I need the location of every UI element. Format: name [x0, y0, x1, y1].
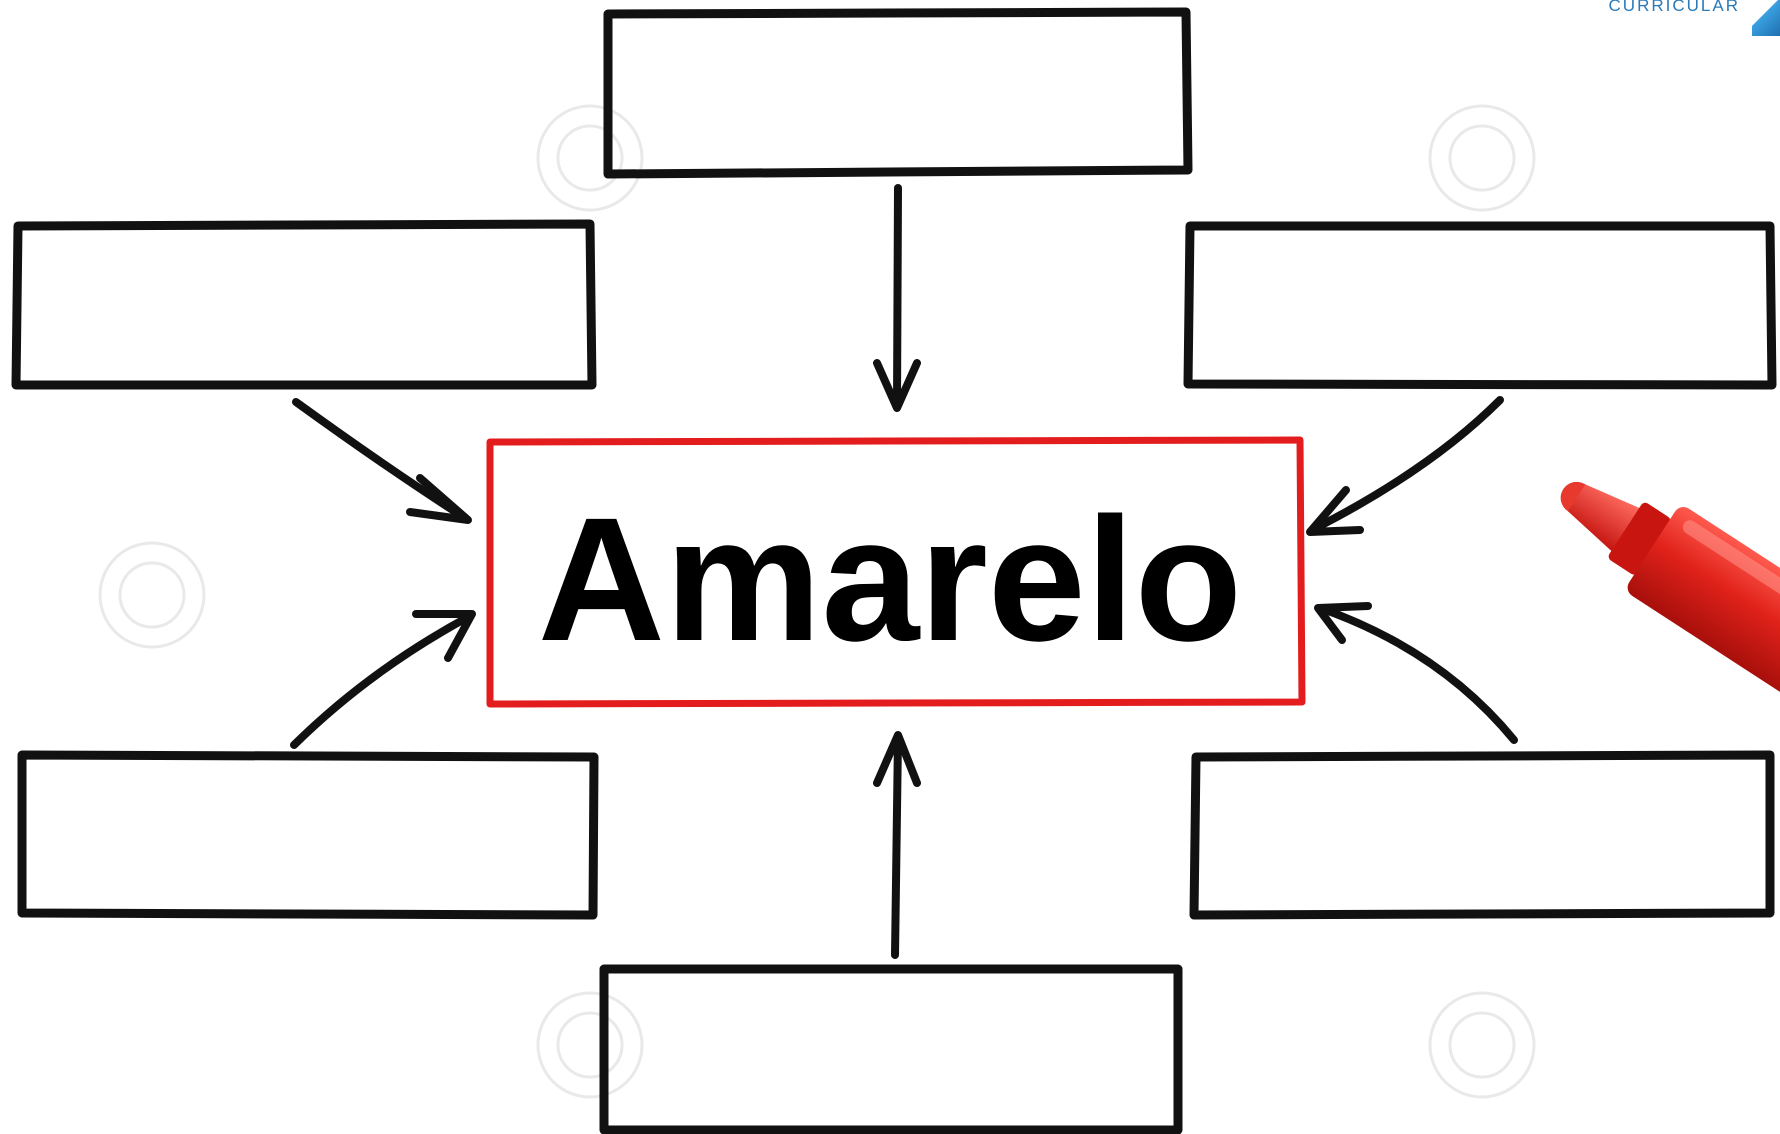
- outer-box-upper-right: [1183, 221, 1777, 390]
- outer-box-lower-right: [1189, 750, 1775, 920]
- arrow-from-lower-right: [1314, 602, 1518, 744]
- arrow-from-top: [873, 184, 921, 412]
- arrow-from-upper-right: [1306, 396, 1504, 536]
- arrow-from-bottom: [873, 731, 921, 959]
- arrow-from-upper-left: [292, 398, 472, 524]
- corner-label: CURRICULAR: [1608, 0, 1740, 15]
- outer-box-top: [603, 7, 1193, 179]
- center-label: Amarelo: [538, 482, 1242, 678]
- outer-box-upper-left: [11, 219, 597, 390]
- outer-box-bottom: [599, 964, 1183, 1134]
- arrow-from-lower-left: [290, 610, 476, 749]
- outer-box-lower-left: [17, 750, 599, 920]
- center-box: Amarelo: [486, 436, 1306, 708]
- red-marker-illustration: [1560, 481, 1780, 696]
- corner-tab: [1752, 0, 1780, 36]
- watermark-marks: [98, 104, 1536, 1099]
